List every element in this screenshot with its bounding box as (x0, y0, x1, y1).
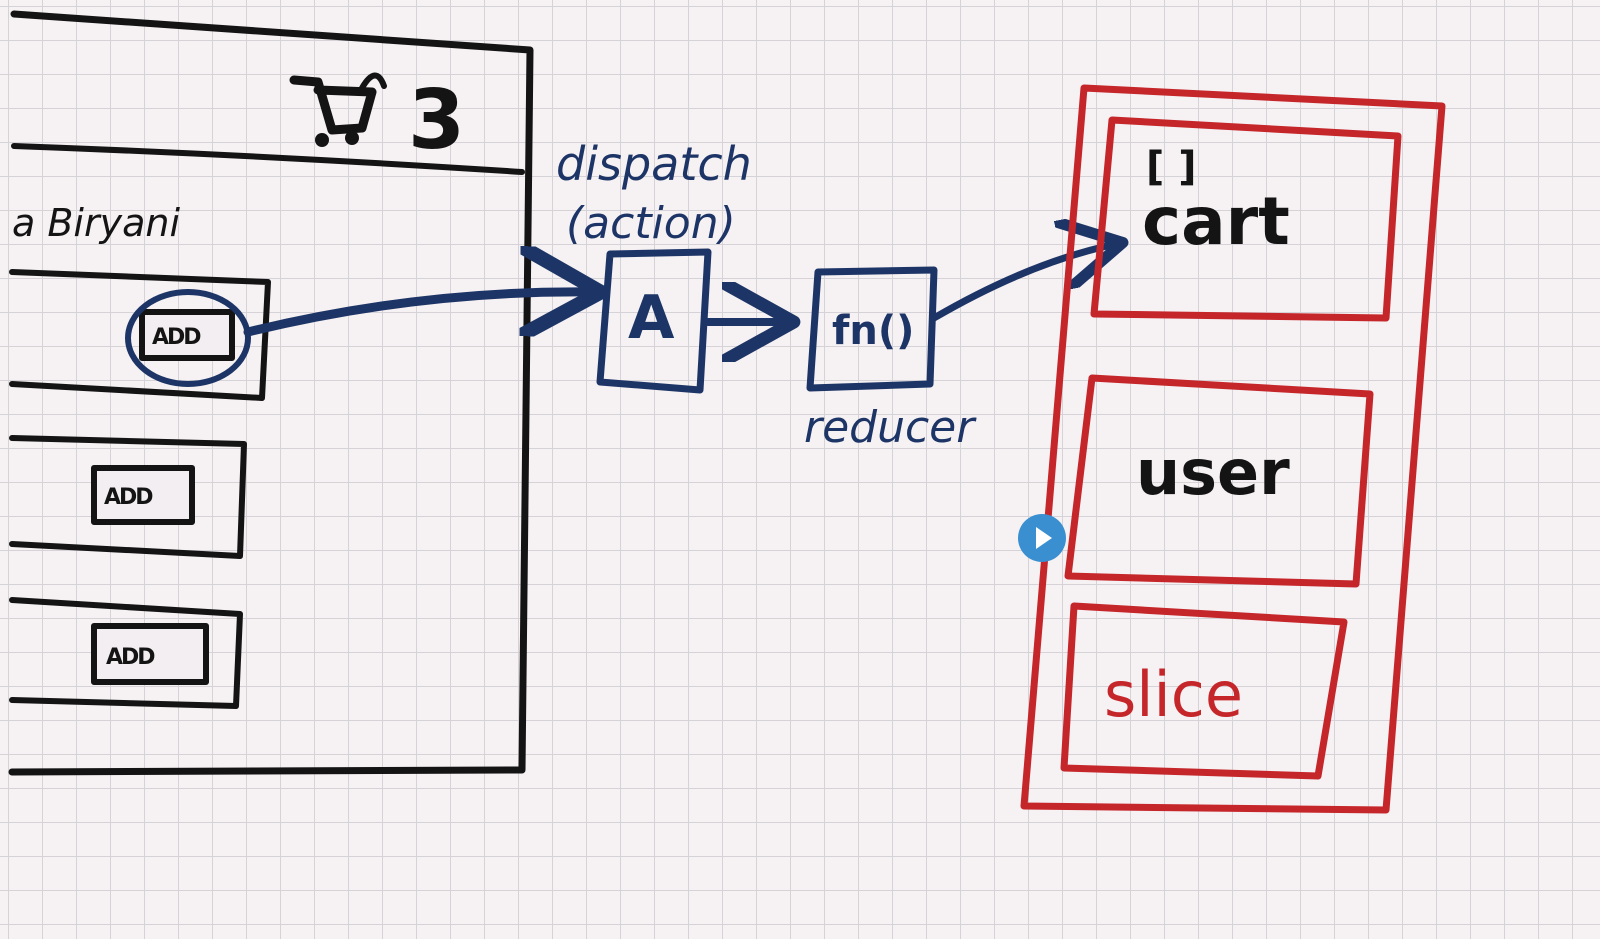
cart-slice-icon: [ ] (1146, 144, 1197, 190)
user-slice-box (1064, 374, 1374, 588)
slice-label: slice (1104, 658, 1243, 731)
shopping-cart-icon (289, 72, 387, 147)
redux-store: [ ] cart user slice (1020, 84, 1446, 814)
arrow-add-to-action (243, 292, 592, 332)
play-icon (1036, 527, 1052, 549)
user-slice-label: user (1136, 436, 1290, 509)
arrow-reducer-to-cart (930, 244, 1116, 322)
reducer-box-label: fn() (832, 308, 914, 354)
add-button-3[interactable]: ADD (91, 623, 209, 685)
item-card-2 (9, 435, 247, 559)
slice-box (1060, 602, 1348, 780)
svg-text:ADD: ADD (104, 485, 153, 510)
reducer-label: reducer (804, 402, 977, 453)
action-box-label: A (628, 283, 675, 353)
svg-text:ADD: ADD (152, 325, 201, 350)
action-box (596, 248, 712, 394)
item-card-1 (9, 269, 271, 401)
reducer-box (806, 266, 938, 392)
cart-slice-label: cart (1142, 183, 1290, 260)
add-button-1[interactable]: ADD (139, 309, 235, 361)
header-divider (11, 143, 525, 175)
item-name: a Biryani (12, 201, 180, 245)
highlight-circle (125, 289, 251, 387)
redux-flow: dispatch (action) A fn() reducer (243, 137, 1116, 453)
store-outline (1020, 84, 1446, 814)
cart-slice-box (1090, 116, 1402, 322)
app-frame (8, 10, 534, 776)
app-mockup: 3 a Biryani ADD ADD ADD (8, 10, 534, 776)
action-label: (action) (566, 198, 736, 249)
svg-text:ADD: ADD (106, 645, 155, 670)
item-card-3 (9, 597, 243, 709)
dispatch-label: dispatch (556, 137, 752, 191)
cart-count: 3 (408, 73, 465, 168)
play-button[interactable] (1018, 514, 1066, 562)
add-button-2[interactable]: ADD (91, 465, 195, 525)
